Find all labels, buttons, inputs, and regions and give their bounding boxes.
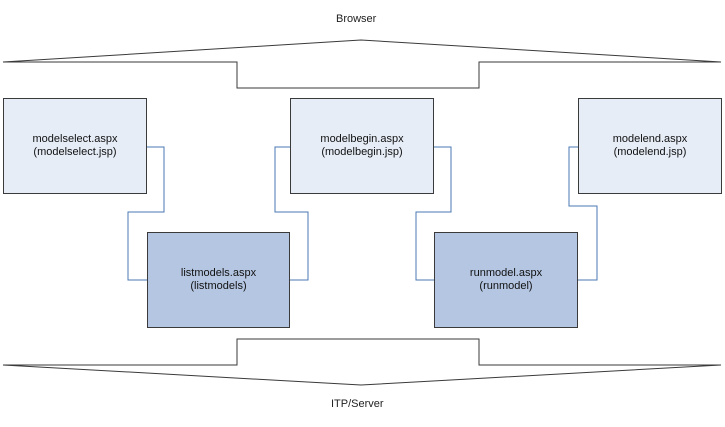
page-name: modelend.aspx xyxy=(612,133,688,145)
page-name: modelbegin.aspx xyxy=(320,133,404,145)
server-label: ITP/Server xyxy=(331,398,384,410)
page-alt-name: (modelselect.jsp) xyxy=(33,146,117,158)
page-alt-name: (modelbegin.jsp) xyxy=(321,146,403,158)
page-box-modelend: modelend.aspx (modelend.jsp) xyxy=(578,98,722,194)
connector-runmodel-modelend xyxy=(568,146,598,281)
page-box-listmodels: listmodels.aspx (listmodels) xyxy=(147,232,290,328)
page-box-runmodel: runmodel.aspx (runmodel) xyxy=(434,232,578,328)
page-alt-name: (listmodels) xyxy=(190,280,247,292)
page-alt-name: (modelend.jsp) xyxy=(613,146,687,158)
page-box-modelselect: modelselect.aspx (modelselect.jsp) xyxy=(3,98,147,194)
connector-modelselect-listmodels xyxy=(127,146,165,281)
browser-label: Browser xyxy=(336,13,377,25)
browser-band xyxy=(2,39,722,89)
page-alt-name: (runmodel) xyxy=(479,280,533,292)
server-band xyxy=(2,338,722,386)
page-box-modelbegin: modelbegin.aspx (modelbegin.jsp) xyxy=(290,98,434,194)
page-name: listmodels.aspx xyxy=(180,267,257,279)
page-name: runmodel.aspx xyxy=(469,267,543,279)
page-name: modelselect.aspx xyxy=(32,133,118,145)
connector-modelbegin-runmodel xyxy=(415,146,452,281)
connector-listmodels-modelbegin xyxy=(274,146,309,281)
